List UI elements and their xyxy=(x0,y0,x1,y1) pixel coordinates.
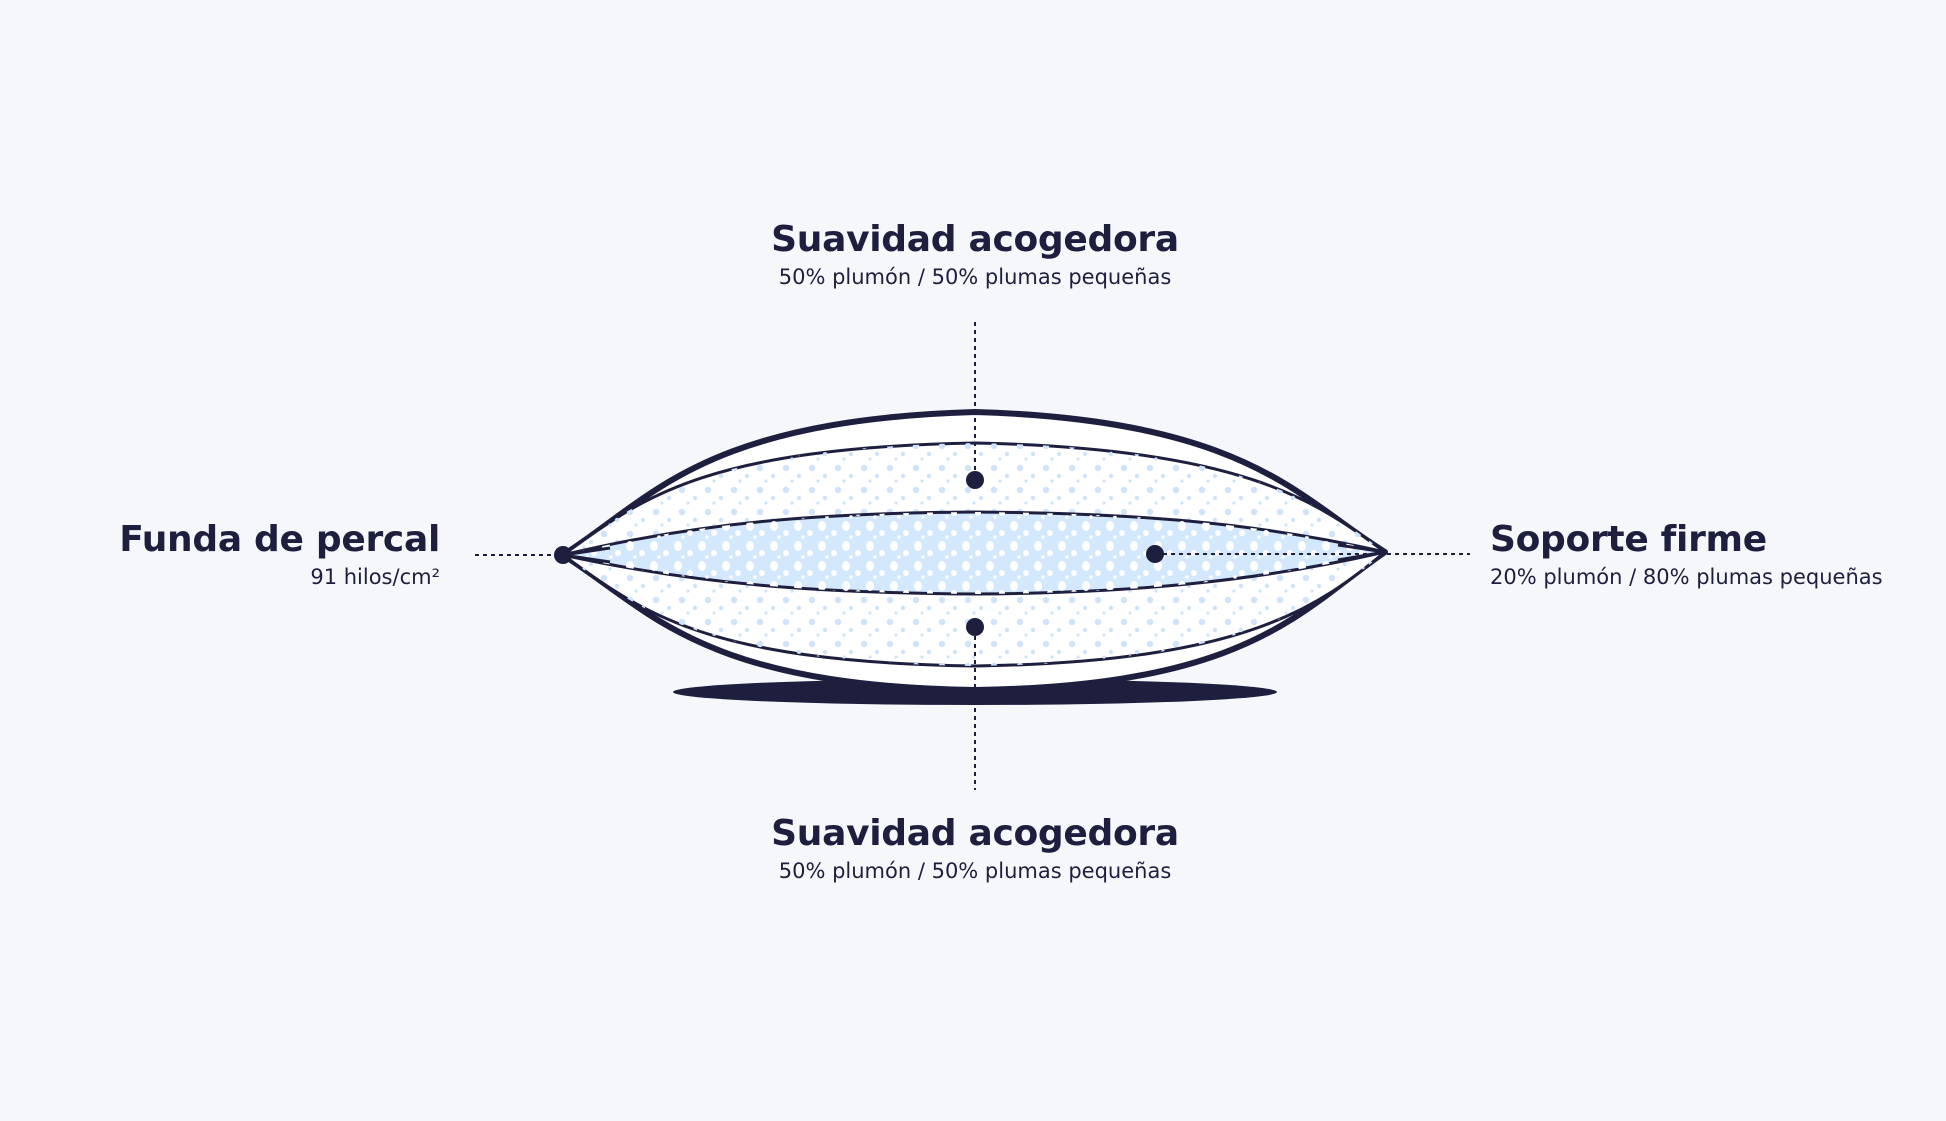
label-top-subtitle: 50% plumón / 50% plumas pequeñas xyxy=(778,265,1172,289)
marker-top xyxy=(966,471,984,489)
label-right: Soporte firme 20% plumón / 80% plumas pe… xyxy=(1490,518,1930,592)
marker-right xyxy=(1146,545,1164,563)
label-left-title: Funda de percal xyxy=(119,519,440,560)
label-bottom: Suavidad acogedora 50% plumón / 50% plum… xyxy=(675,812,1275,886)
label-left: Funda de percal 91 hilos/cm² xyxy=(40,518,440,592)
label-right-title: Soporte firme xyxy=(1490,519,1767,560)
label-top-title: Suavidad acogedora xyxy=(771,219,1179,260)
marker-bottom xyxy=(966,618,984,636)
label-right-subtitle: 20% plumón / 80% plumas pequeñas xyxy=(1490,565,1883,589)
right-seam xyxy=(1337,543,1386,562)
label-bottom-title: Suavidad acogedora xyxy=(771,813,1179,854)
label-bottom-subtitle: 50% plumón / 50% plumas pequeñas xyxy=(778,859,1172,883)
label-top: Suavidad acogedora 50% plumón / 50% plum… xyxy=(675,218,1275,292)
marker-left xyxy=(554,546,572,564)
label-left-subtitle: 91 hilos/cm² xyxy=(310,565,440,589)
